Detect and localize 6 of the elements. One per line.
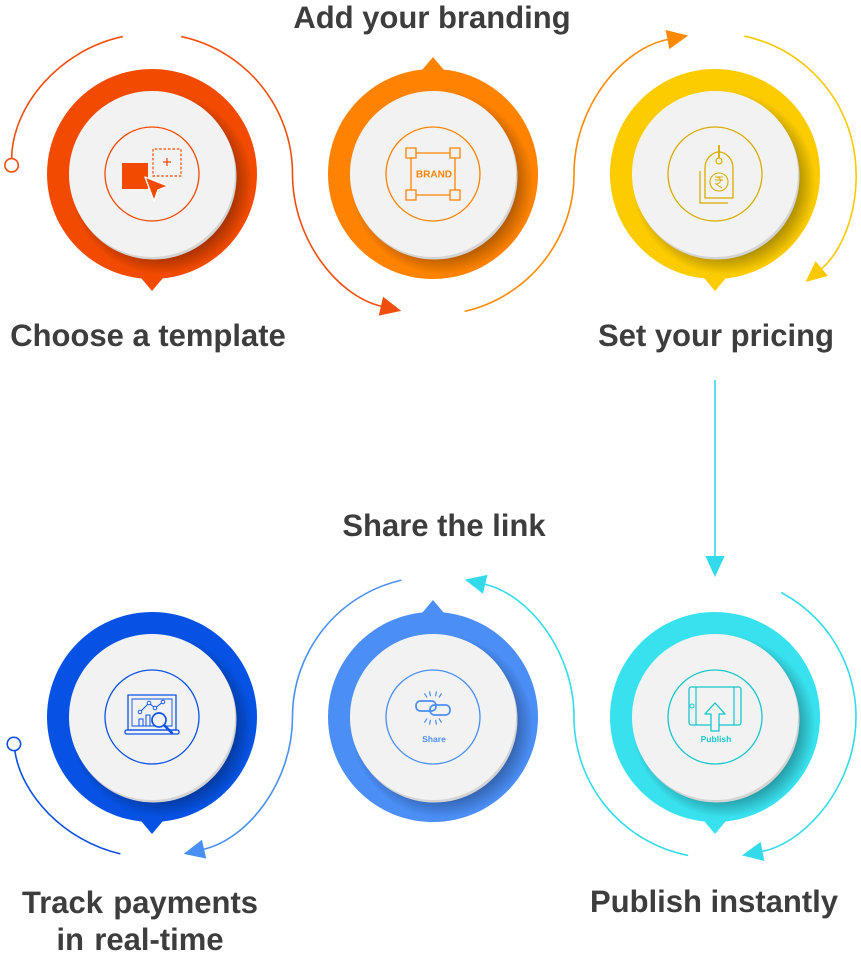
step-title: Choose a template [11,324,285,352]
step-title: Add your branding [294,6,569,35]
step-title: Set your pricing [598,324,832,353]
step-title: Track payments in real-time [22,890,257,950]
step-title: Share the link [343,514,546,536]
step-title: Publish instantly [592,890,838,918]
